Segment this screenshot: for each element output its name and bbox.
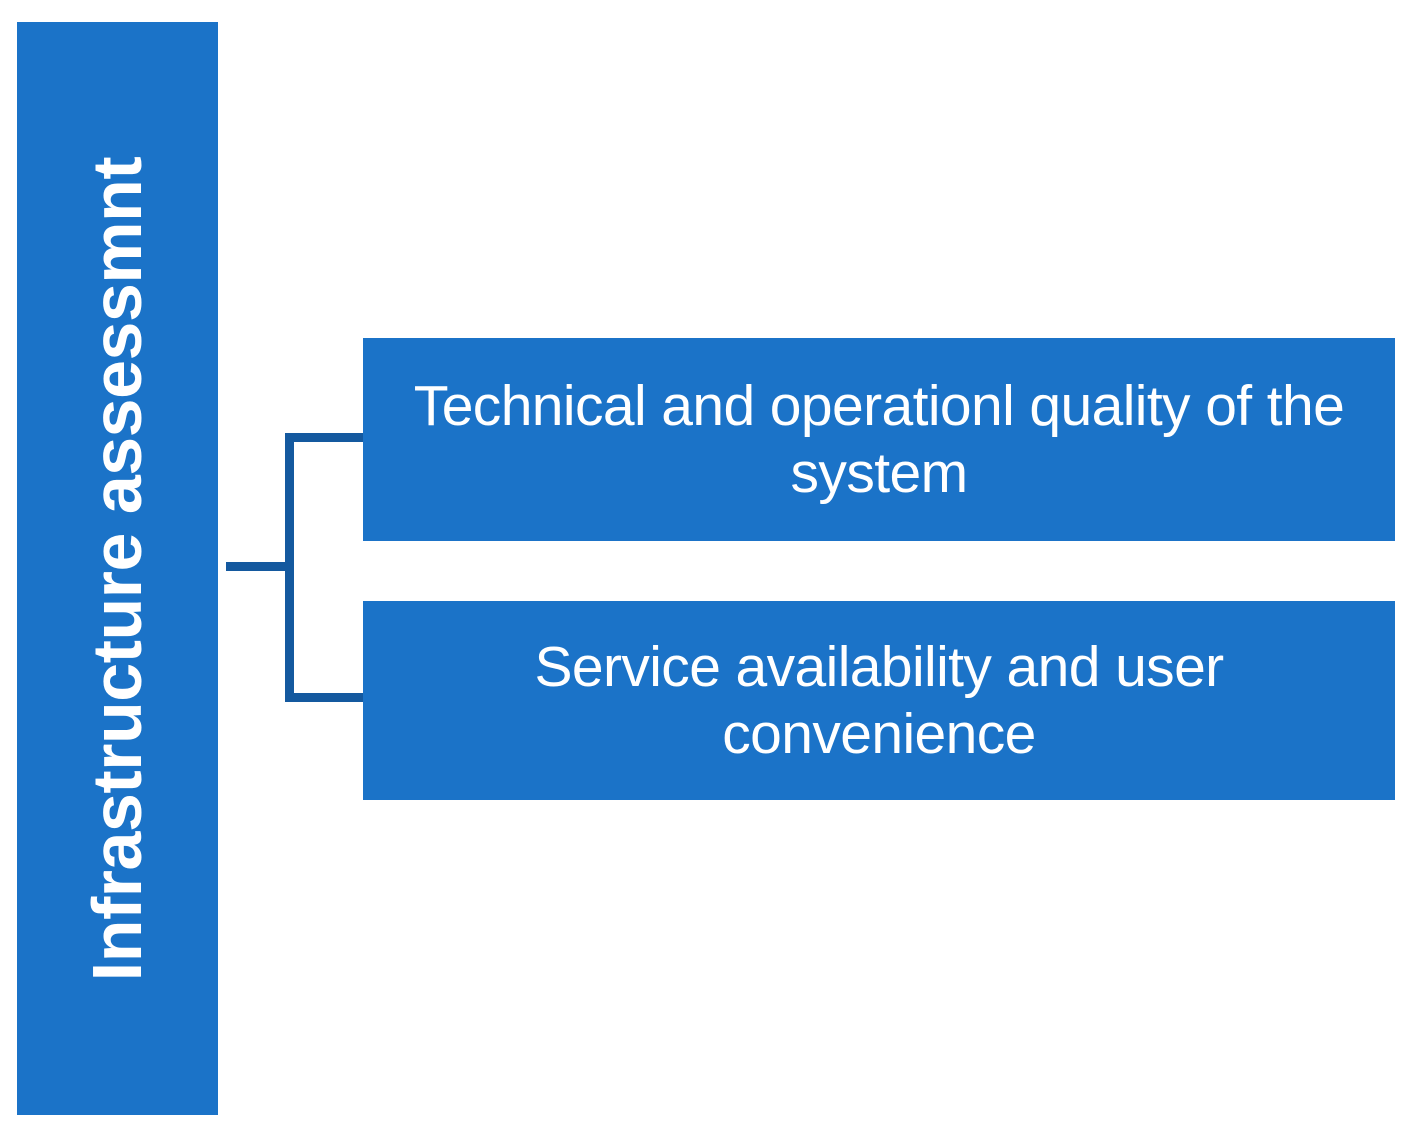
root-node-label: Infrastructure assessmnt bbox=[78, 156, 157, 981]
root-node-infrastructure-assessment[interactable]: Infrastructure assessmnt bbox=[17, 22, 218, 1115]
node-2-label: Service availability and user convenienc… bbox=[534, 634, 1224, 766]
node-1-label: Technical and operationl quality of the … bbox=[413, 373, 1345, 505]
connector-branch-to-node-1 bbox=[285, 433, 363, 442]
connector-stem bbox=[226, 562, 293, 571]
node-service-availability-convenience[interactable]: Service availability and user convenienc… bbox=[363, 601, 1395, 800]
node-technical-operational-quality[interactable]: Technical and operationl quality of the … bbox=[363, 338, 1395, 541]
connector-vertical-spine bbox=[285, 433, 294, 702]
connector-branch-to-node-2 bbox=[285, 693, 363, 702]
